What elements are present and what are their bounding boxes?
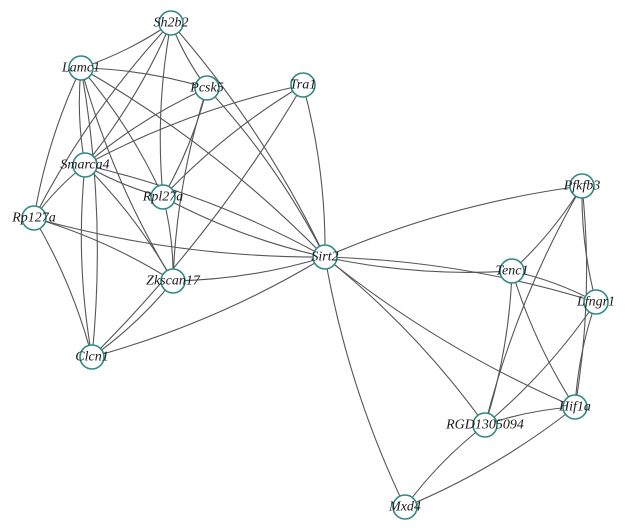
edge-tra1-clcn1 bbox=[91, 84, 304, 358]
node-tra1[interactable]: Tra1 bbox=[290, 72, 316, 98]
node-circle[interactable] bbox=[569, 173, 595, 199]
node-circle[interactable] bbox=[158, 10, 184, 36]
edge-pfkfb3-rgd1305094 bbox=[484, 185, 583, 426]
node-label: Tenc1 bbox=[496, 264, 529, 279]
node-circle[interactable] bbox=[392, 494, 418, 520]
node-circle[interactable] bbox=[68, 55, 94, 81]
edge-tra1-rpl27a bbox=[162, 84, 304, 198]
edge-sirt2-rgd1305094 bbox=[324, 256, 486, 426]
edge-pcsk5-rpl27a bbox=[162, 87, 208, 198]
edge-rpl27a-sirt2 bbox=[162, 196, 326, 258]
edge-tra1-smarca4 bbox=[84, 84, 304, 166]
node-label: Rp127a bbox=[11, 211, 56, 226]
node-circle[interactable] bbox=[79, 344, 105, 370]
edge-pcsk5-sirt2 bbox=[206, 87, 326, 258]
node-zkscan17[interactable]: Zkscan17 bbox=[146, 268, 201, 294]
node-hif1a[interactable]: Hif1a bbox=[558, 394, 591, 420]
edge-zkscan17-sirt2 bbox=[172, 256, 326, 282]
edge-pfkfb3-tenc1 bbox=[511, 185, 583, 272]
edge-pcsk5-zkscan17 bbox=[172, 87, 208, 282]
node-label: Pcsk5 bbox=[189, 81, 223, 96]
edge-hif1a-mxd4 bbox=[404, 406, 576, 508]
edge-tenc1-rgd1305094 bbox=[484, 270, 513, 426]
edge-sh2b2-sirt2 bbox=[170, 22, 326, 258]
edge-rp127a-clcn1 bbox=[33, 217, 93, 358]
node-circle[interactable] bbox=[150, 184, 176, 210]
edge-sirt2-mxd4 bbox=[324, 256, 406, 508]
edge-clcn1-sirt2 bbox=[91, 256, 326, 358]
node-label: Sh2b2 bbox=[154, 16, 189, 31]
node-circle[interactable] bbox=[562, 394, 588, 420]
node-tenc1[interactable]: Tenc1 bbox=[496, 258, 529, 284]
node-circle[interactable] bbox=[160, 268, 186, 294]
edge-rp127a-sirt2 bbox=[33, 217, 326, 258]
edge-tenc1-hif1a bbox=[511, 270, 576, 408]
node-label: Tra1 bbox=[290, 78, 316, 93]
edge-lamc1-smarca4 bbox=[78, 67, 86, 166]
node-lfngr1[interactable]: Lfngr1 bbox=[576, 289, 615, 315]
node-circle[interactable] bbox=[583, 289, 609, 315]
edge-smarca4-clcn1 bbox=[80, 164, 93, 358]
node-sirt2[interactable]: Sirt2 bbox=[311, 244, 339, 270]
node-circle[interactable] bbox=[194, 75, 220, 101]
edge-layer bbox=[33, 22, 597, 508]
node-rgd1305094[interactable]: RGD1305094 bbox=[445, 412, 524, 438]
node-label: Lfngr1 bbox=[576, 295, 615, 310]
node-circle[interactable] bbox=[472, 412, 498, 438]
node-rpl27a[interactable]: Rpl27a bbox=[142, 184, 183, 210]
edge-tra1-sirt2 bbox=[302, 84, 326, 258]
node-label: Clcn1 bbox=[75, 350, 108, 365]
edge-sh2b2-smarca4 bbox=[84, 22, 172, 166]
edge-sirt2-lfngr1 bbox=[324, 256, 597, 303]
edge-lfngr1-rgd1305094 bbox=[484, 301, 597, 426]
node-circle[interactable] bbox=[21, 205, 47, 231]
node-circle[interactable] bbox=[499, 258, 525, 284]
edge-lamc1-sirt2 bbox=[80, 67, 326, 258]
edge-smarca4-zkscan17 bbox=[84, 164, 174, 282]
node-label: Sirt2 bbox=[311, 250, 338, 265]
node-label: Lamc1 bbox=[61, 61, 100, 76]
edge-sirt2-hif1a bbox=[324, 256, 576, 408]
edge-lamc1-rp127a bbox=[33, 67, 82, 219]
node-circle[interactable] bbox=[290, 72, 316, 98]
node-mxd4[interactable]: Mxd4 bbox=[388, 494, 421, 520]
node-pfkfb3[interactable]: Pfkfb3 bbox=[563, 173, 601, 199]
edge-lamc1-rpl27a bbox=[80, 67, 164, 198]
edge-sirt2-pfkfb3 bbox=[324, 185, 583, 258]
node-lamc1[interactable]: Lamc1 bbox=[61, 55, 100, 81]
node-label: Zkscan17 bbox=[146, 274, 201, 289]
node-circle[interactable] bbox=[312, 244, 338, 270]
node-sh2b2[interactable]: Sh2b2 bbox=[154, 10, 189, 36]
node-label: Rpl27a bbox=[142, 190, 183, 205]
node-label: Hif1a bbox=[558, 400, 591, 415]
node-label: Pfkfb3 bbox=[563, 179, 601, 194]
edge-rp127a-zkscan17 bbox=[33, 217, 174, 282]
edge-lamc1-pcsk5 bbox=[80, 67, 208, 89]
edge-sirt2-tenc1 bbox=[324, 256, 513, 273]
node-circle[interactable] bbox=[72, 152, 98, 178]
node-label: Mxd4 bbox=[388, 500, 421, 515]
edge-sh2b2-rpl27a bbox=[159, 22, 172, 198]
node-pcsk5[interactable]: Pcsk5 bbox=[189, 75, 224, 101]
edge-smarca4-sirt2 bbox=[84, 164, 326, 258]
node-label: Smarca4 bbox=[60, 158, 109, 173]
node-smarca4[interactable]: Smarca4 bbox=[60, 152, 110, 178]
edge-lamc1-clcn1 bbox=[80, 67, 98, 358]
edge-rgd1305094-mxd4 bbox=[404, 424, 486, 508]
edge-pcsk5-smarca4 bbox=[84, 87, 208, 166]
node-label: RGD1305094 bbox=[445, 418, 524, 433]
node-clcn1[interactable]: Clcn1 bbox=[75, 344, 109, 370]
node-rp127a[interactable]: Rp127a bbox=[11, 205, 56, 231]
edge-zkscan17-clcn1 bbox=[91, 280, 174, 358]
